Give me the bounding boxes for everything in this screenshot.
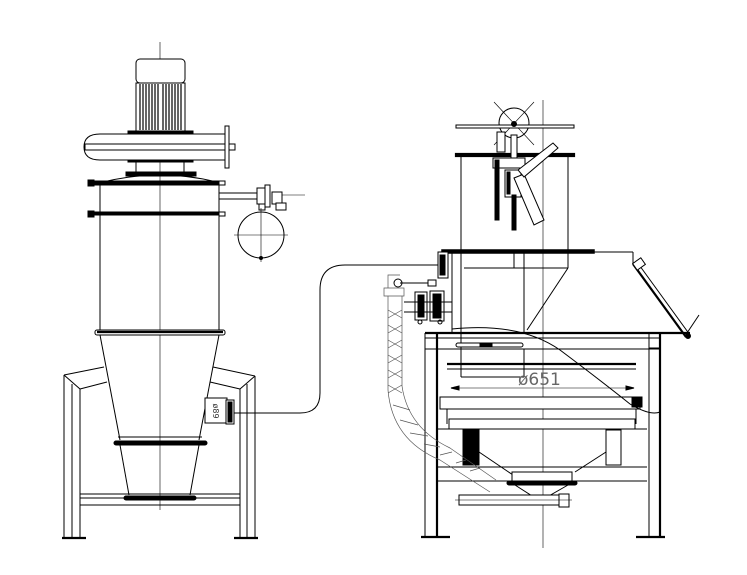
sieve-station-assembly: ø651 bbox=[383, 100, 700, 548]
hinged-cover bbox=[631, 257, 700, 339]
cyclone-assembly: ø89 bbox=[62, 42, 305, 540]
conveying-line bbox=[234, 264, 440, 414]
discharge-flange bbox=[506, 480, 578, 486]
fan-housing bbox=[83, 125, 236, 177]
flexible-hose-icon bbox=[383, 274, 497, 493]
hopper-top-flange bbox=[441, 249, 595, 254]
top-flange bbox=[89, 180, 221, 186]
sieve-screen-frame bbox=[439, 396, 641, 410]
barrel-flange bbox=[89, 211, 221, 216]
butterfly-valve-icon bbox=[393, 251, 452, 325]
station-support-frame bbox=[421, 333, 665, 539]
flow-curve bbox=[451, 327, 661, 414]
lever-mechanism bbox=[492, 131, 559, 231]
cyclone-support-frame bbox=[62, 366, 258, 540]
sieve-diameter-dimension: ø651 bbox=[450, 370, 635, 391]
handwheel-icon bbox=[455, 101, 575, 146]
cyclone-lid bbox=[102, 174, 218, 183]
counterweight-ball-icon bbox=[234, 208, 288, 262]
motor-icon bbox=[127, 58, 194, 135]
cone-left bbox=[99, 334, 121, 441]
lower-flange bbox=[113, 440, 208, 446]
cone-right bbox=[198, 334, 220, 441]
inlet-valve-icon bbox=[219, 184, 305, 211]
vibration-motor bbox=[462, 429, 480, 466]
pipe-diameter-label: ø89 bbox=[211, 403, 220, 418]
sieve-diameter-label: ø651 bbox=[518, 370, 561, 390]
